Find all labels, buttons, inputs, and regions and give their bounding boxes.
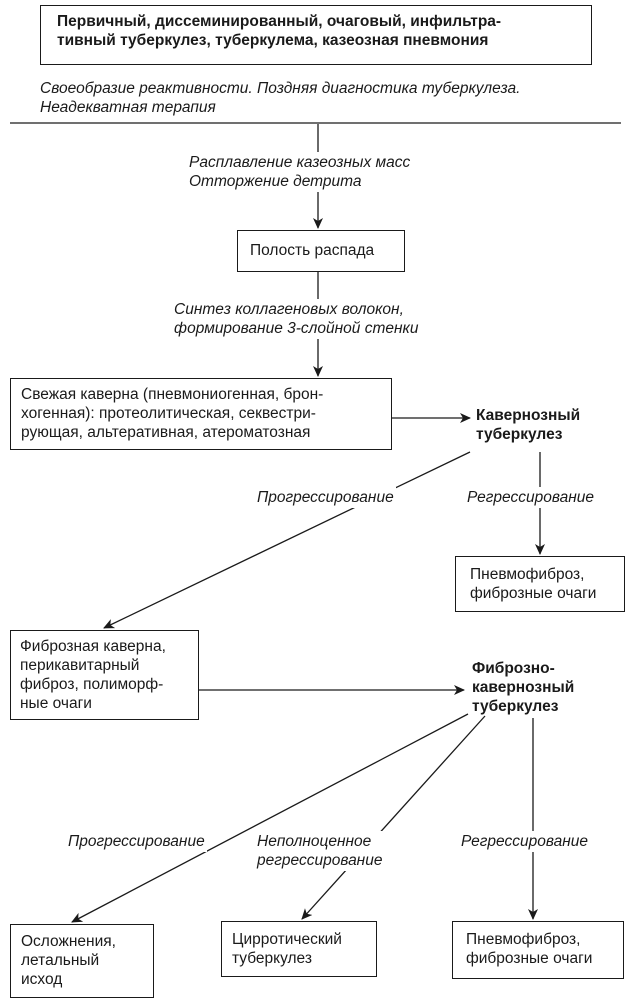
fibrous-cavern-line-4: ные очаги bbox=[20, 695, 92, 712]
fibrous-cavern-line-1: Фиброзная каверна, bbox=[20, 638, 166, 655]
incomplete-regression-label: Неполноценное регрессирование bbox=[255, 831, 385, 871]
fresh-cavern-line-2: хогенная): протеолитическая, секвестри- bbox=[21, 405, 316, 422]
pneumofibrosis-1-line-2: фиброзные очаги bbox=[470, 585, 597, 602]
cavity-box-label: Полость распада bbox=[250, 242, 375, 259]
pneumofibrosis-box-2: Пневмофиброз, фиброзные очаги bbox=[452, 921, 624, 979]
regression-label-2-text: Регрессирование bbox=[461, 833, 588, 850]
fibro-cavernous-line-1: Фиброзно- bbox=[472, 660, 555, 677]
fibro-cavernous-line-2: кавернозный bbox=[472, 679, 575, 696]
cavernous-tb-node: Кавернозный туберкулез bbox=[476, 406, 580, 444]
cirrhotic-box: Цирротический туберкулез bbox=[221, 921, 377, 977]
incomplete-regression-line-1: Неполноценное bbox=[257, 833, 372, 850]
incomplete-regression-line-2: регрессирование bbox=[257, 852, 383, 869]
context-note-line-2: Неадекватная терапия bbox=[40, 99, 216, 116]
complications-line-2: летальный bbox=[21, 952, 100, 969]
fibro-cavernous-tb-node: Фиброзно- кавернозный туберкулез bbox=[472, 659, 574, 716]
progression-label-1: Прогрессирование bbox=[255, 487, 396, 508]
fresh-cavern-line-3: рующая, альтеративная, атероматозная bbox=[21, 424, 311, 441]
progression-label-2-text: Прогрессирование bbox=[68, 833, 205, 850]
progression-label-2: Прогрессирование bbox=[66, 831, 207, 852]
context-note: Своеобразие реактивности. Поздняя диагно… bbox=[40, 79, 521, 117]
arrow-incomplete-regression bbox=[301, 715, 486, 920]
regression-label-1: Регрессирование bbox=[465, 487, 596, 508]
cavernous-tb-line-2: туберкулез bbox=[476, 426, 563, 443]
pneumofibrosis-1-line-1: Пневмофиброз, bbox=[470, 566, 585, 583]
arrow-progression-2 bbox=[71, 713, 469, 923]
top-box: Первичный, диссеминированный, очаговый, … bbox=[40, 5, 592, 65]
cavernous-tb-line-1: Кавернозный bbox=[476, 407, 581, 424]
top-box-line-2: тивный туберкулез, туберкулема, казеозна… bbox=[57, 32, 489, 49]
fibrous-cavern-line-2: перикавитарный bbox=[20, 657, 140, 674]
arrow-progression-1 bbox=[103, 451, 471, 629]
regression-label-1-text: Регрессирование bbox=[467, 489, 594, 506]
context-note-line-1: Своеобразие реактивности. Поздняя диагно… bbox=[40, 80, 521, 97]
cirrhotic-line-2: туберкулез bbox=[232, 950, 312, 967]
step2-label-line-1: Синтез коллагеновых волокон, bbox=[174, 301, 404, 318]
complications-line-1: Осложнения, bbox=[21, 933, 116, 950]
complications-line-3: исход bbox=[21, 971, 63, 988]
fibro-cavernous-line-3: туберкулез bbox=[472, 698, 559, 715]
complications-box: Осложнения, летальный исход bbox=[10, 924, 154, 998]
step1-label-line-2: Отторжение детрита bbox=[189, 173, 362, 190]
step1-label-line-1: Расплавление казеозных масс bbox=[189, 154, 411, 171]
step2-label: Синтез коллагеновых волокон, формировани… bbox=[172, 299, 421, 339]
pneumofibrosis-box-1: Пневмофиброз, фиброзные очаги bbox=[455, 556, 625, 612]
top-box-line-1: Первичный, диссеминированный, очаговый, … bbox=[57, 13, 502, 30]
step2-label-line-2: формирование 3-слойной стенки bbox=[174, 320, 419, 337]
fresh-cavern-box: Свежая каверна (пневмониогенная, брон- х… bbox=[10, 378, 392, 450]
step1-label: Расплавление казеозных масс Отторжение д… bbox=[187, 152, 413, 192]
regression-label-2: Регрессирование bbox=[459, 831, 590, 852]
pneumofibrosis-2-line-2: фиброзные очаги bbox=[466, 950, 593, 967]
progression-label-1-text: Прогрессирование bbox=[257, 489, 394, 506]
cavity-box: Полость распада bbox=[237, 230, 405, 272]
fibrous-cavern-line-3: фиброз, полиморф- bbox=[20, 676, 164, 693]
fibrous-cavern-box: Фиброзная каверна, перикавитарный фиброз… bbox=[10, 630, 199, 720]
fresh-cavern-line-1: Свежая каверна (пневмониогенная, брон- bbox=[21, 386, 324, 403]
pneumofibrosis-2-line-1: Пневмофиброз, bbox=[466, 931, 581, 948]
cirrhotic-line-1: Цирротический bbox=[232, 931, 342, 948]
